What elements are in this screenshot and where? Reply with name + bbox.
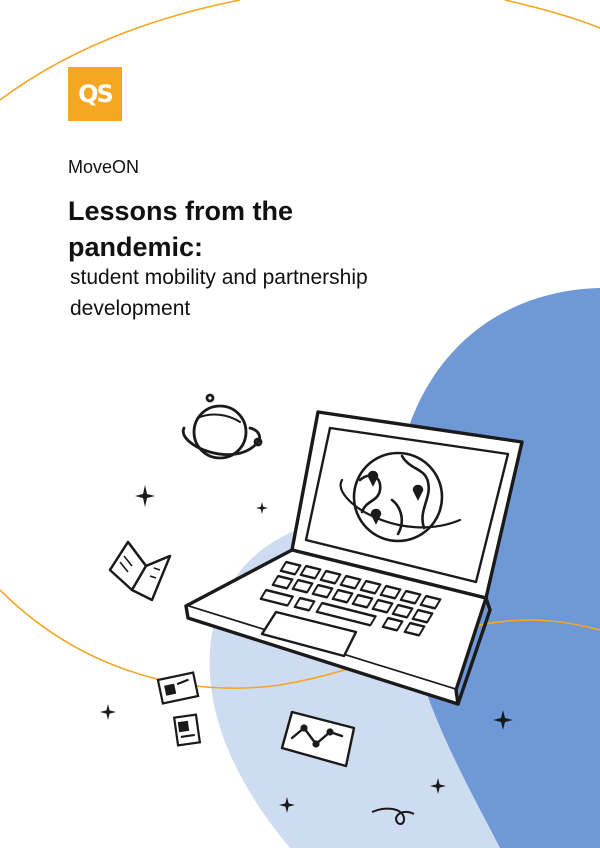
- dark-blue-blob: [394, 288, 600, 848]
- orange-arc-top-right: [504, 0, 600, 29]
- qs-logo-text: QS: [78, 80, 114, 108]
- qs-logo: QS: [68, 67, 122, 121]
- squiggle-decoration: [371, 807, 415, 825]
- planet-icon: [182, 393, 263, 460]
- globe-icon: [339, 451, 462, 543]
- brand-name: MoveON: [68, 157, 140, 177]
- open-book-icon: [108, 540, 172, 602]
- id-card-icon: [172, 713, 202, 747]
- orange-arc-top: [0, 0, 241, 101]
- id-card-icon: [156, 671, 200, 705]
- sparkle-icon: [100, 485, 513, 813]
- document-title: Lessons from the pandemic:: [68, 196, 294, 262]
- chart-card-icon: [280, 710, 356, 768]
- document-subtitle: student mobility and partnership develop…: [70, 266, 368, 320]
